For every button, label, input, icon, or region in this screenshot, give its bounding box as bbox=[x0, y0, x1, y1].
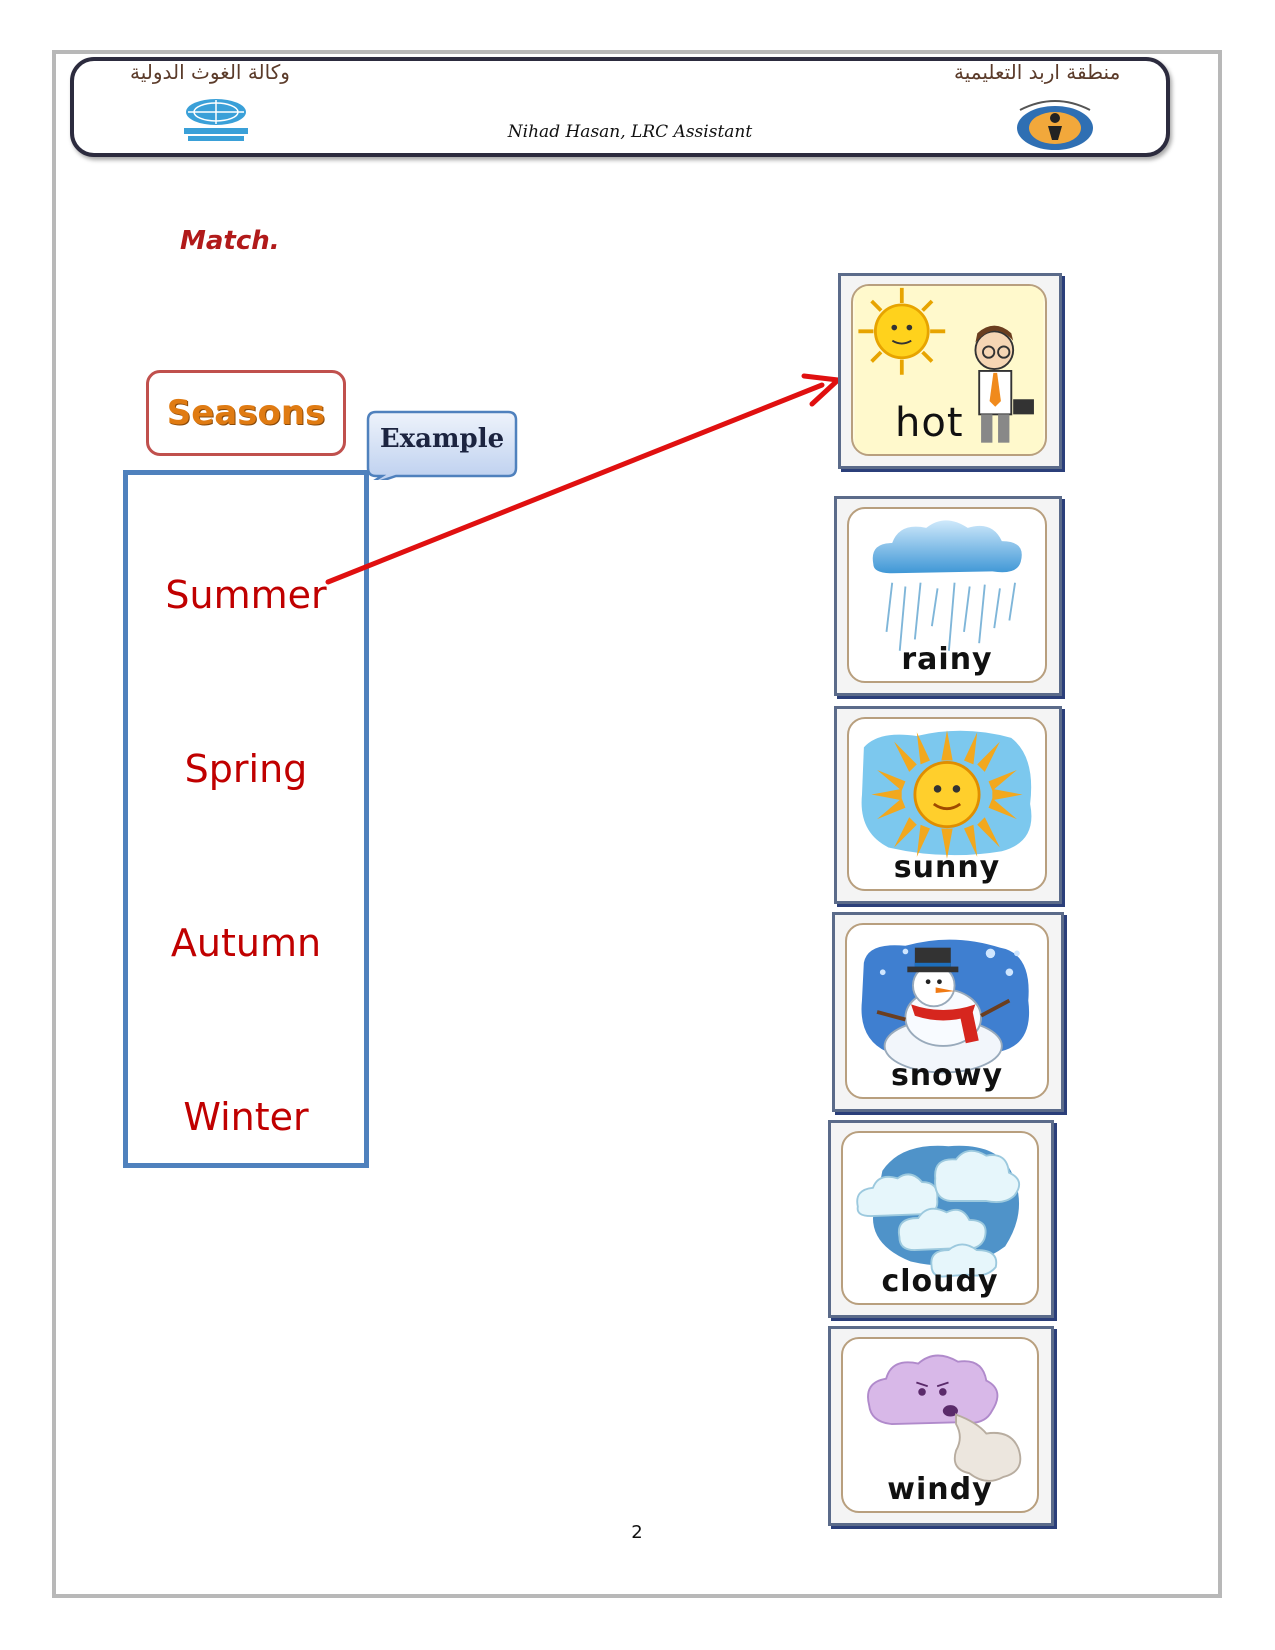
weather-label-windy: windy bbox=[887, 1472, 993, 1507]
wind-cloud-icon bbox=[867, 1354, 1022, 1482]
header-right-arabic: منطقة اربد التعليمية bbox=[954, 60, 1121, 84]
unrwa-logo-icon bbox=[184, 99, 248, 141]
sun-icon bbox=[861, 730, 1032, 859]
header-banner bbox=[70, 57, 1170, 157]
weather-label-hot: hot bbox=[895, 400, 964, 446]
clouds-icon bbox=[856, 1145, 1021, 1278]
season-item-autumn[interactable]: Autumn bbox=[170, 921, 322, 965]
weather-card-cloudy[interactable]: cloudy bbox=[828, 1120, 1054, 1318]
seasons-title-box: Seasons bbox=[146, 370, 346, 456]
season-item-summer[interactable]: Summer bbox=[165, 573, 327, 617]
page-number: 2 bbox=[631, 1522, 643, 1543]
example-label: Example bbox=[379, 424, 505, 454]
season-item-spring[interactable]: Spring bbox=[184, 747, 308, 791]
weather-label-rainy: rainy bbox=[901, 642, 993, 677]
weather-label-sunny: sunny bbox=[893, 850, 1001, 885]
weather-label-cloudy: cloudy bbox=[881, 1264, 999, 1299]
weather-card-sunny[interactable]: sunny bbox=[834, 706, 1062, 904]
weather-card-rainy[interactable]: rainy bbox=[834, 496, 1062, 696]
season-item-winter[interactable]: Winter bbox=[183, 1095, 309, 1139]
weather-label-snowy: snowy bbox=[890, 1058, 1004, 1093]
header-author: Nihad Hasan, LRC Assistant bbox=[507, 122, 753, 142]
seasons-title: Seasons bbox=[166, 393, 326, 433]
rain-cloud-icon bbox=[872, 520, 1022, 651]
header-left-arabic: وكالة الغوث الدولية bbox=[130, 60, 290, 84]
weather-card-snowy[interactable]: snowy bbox=[832, 912, 1064, 1112]
learning-resource-center-logo-icon bbox=[1017, 100, 1093, 150]
weather-card-windy[interactable]: windy bbox=[828, 1326, 1054, 1526]
instruction-text: Match. bbox=[180, 226, 280, 256]
page-frame bbox=[52, 50, 1222, 1598]
season-list: Summer Spring Autumn Winter bbox=[123, 470, 369, 1168]
weather-card-hot[interactable]: hot bbox=[838, 273, 1062, 469]
hot-sun-man-icon bbox=[854, 286, 1044, 454]
snowman-icon bbox=[861, 939, 1030, 1074]
